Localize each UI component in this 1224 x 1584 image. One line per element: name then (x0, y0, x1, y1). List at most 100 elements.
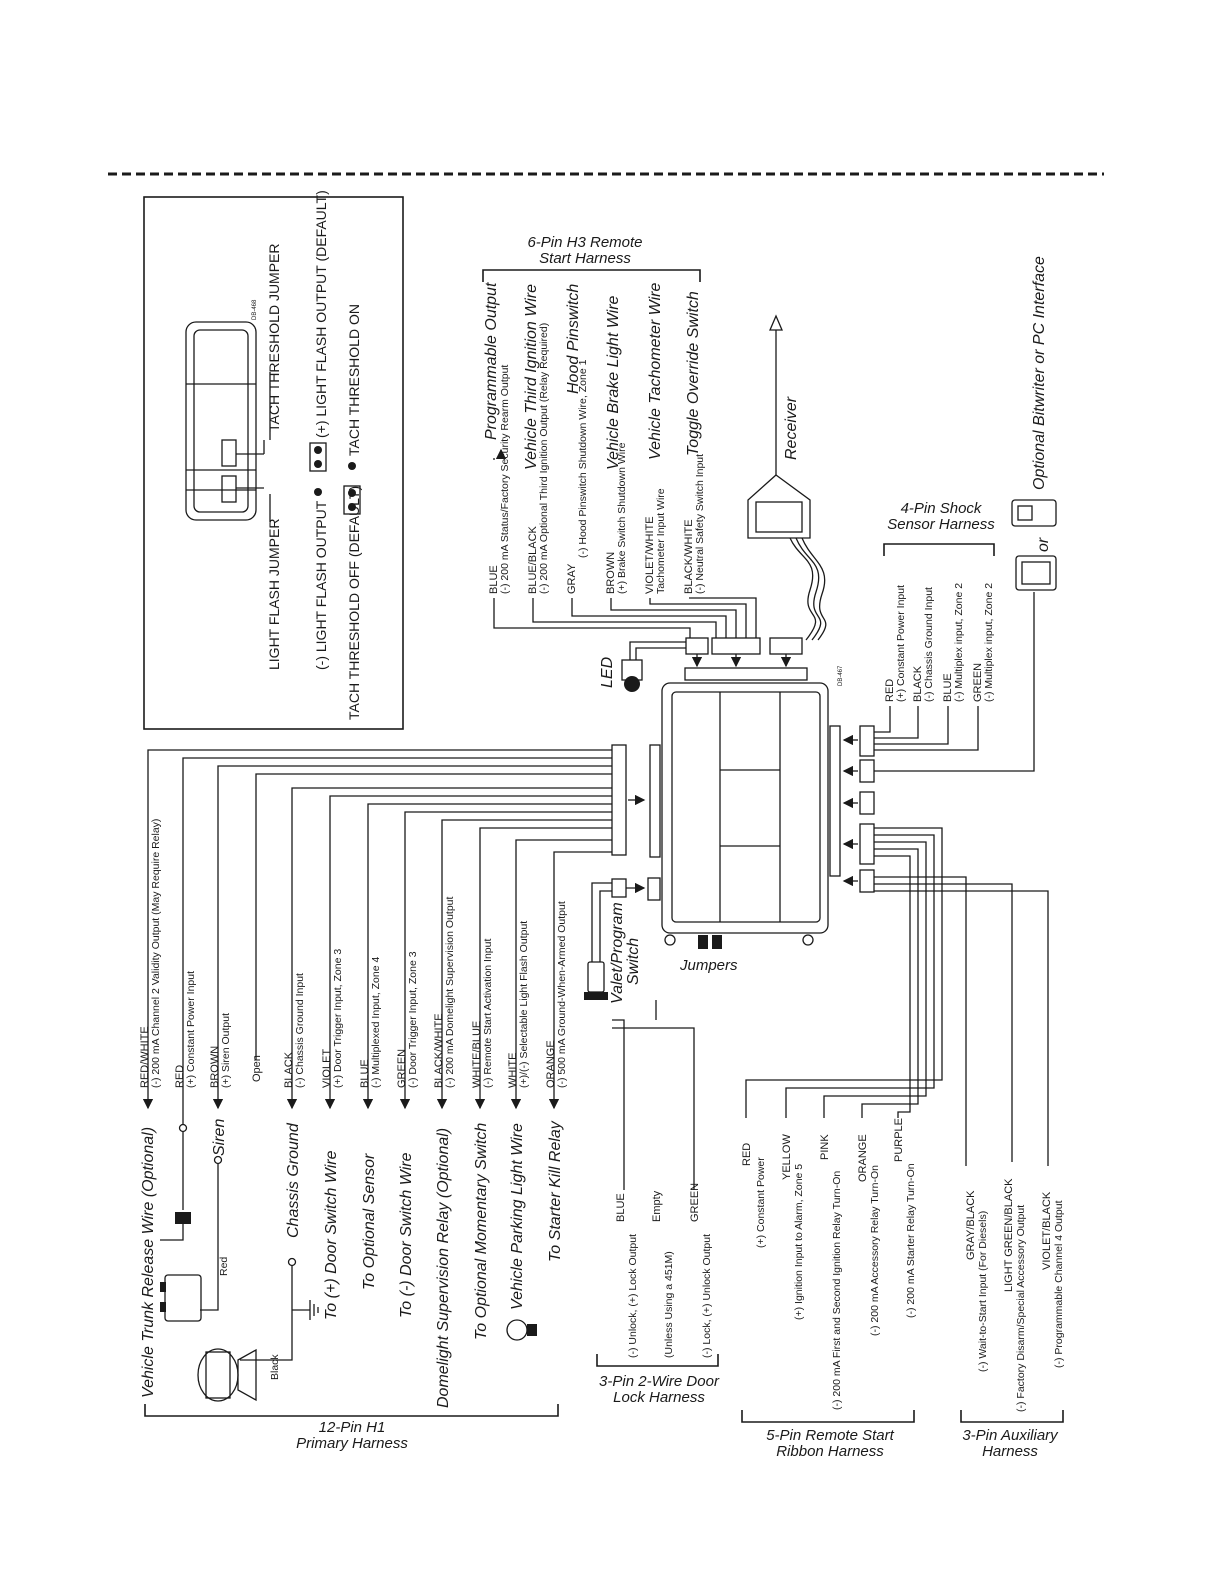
h1-dest: To Starter Kill Relay (547, 1120, 564, 1262)
h3-wire-color: GRAY (566, 563, 578, 594)
ribbon-wire-lines (745, 827, 943, 1118)
shock-wire-color: GREEN (972, 663, 984, 702)
h1-dest: Vehicle Trunk Release Wire (Optional) (140, 1127, 157, 1398)
h1-wire-desc: (+) Constant Power Input (185, 971, 197, 1088)
doorlock-title-line2: Lock Harness (613, 1389, 705, 1406)
control-module: DB-467 (647, 665, 844, 949)
ribbon-title-line1: 5-Pin Remote Start (766, 1427, 894, 1444)
aux-title-line2: Harness (982, 1443, 1038, 1460)
led: LED (599, 641, 686, 692)
h3-wire-color: BLUE/BLACK (527, 525, 539, 594)
h3-title-line1: 6-Pin H3 Remote (527, 234, 642, 251)
h1-wire-color: VIOLET (321, 1049, 333, 1088)
shock-wire-color: BLACK (912, 665, 924, 702)
h1-wire-desc: (-) 200 mA Domelight Supervision Output (444, 896, 456, 1088)
h3-wire-lines (493, 448, 757, 638)
h3-wire-color: BLUE (488, 565, 500, 594)
h1-wire-color: BLACK/WHITE (433, 1013, 445, 1088)
h1-wire-color: WHITE/BLUE (471, 1021, 483, 1088)
jumper-dot-icon (348, 503, 356, 511)
h1-wire-color: GREEN (396, 1049, 408, 1088)
siren-black-label: Black (269, 1354, 281, 1380)
aux-title-line1: 3-Pin Auxiliary (962, 1427, 1059, 1444)
jumper-dot-icon (348, 462, 356, 470)
aux-bracket (960, 1410, 1064, 1423)
tach-off-label: TACH THRESHOLD OFF (DEFAULT) (346, 486, 362, 720)
doorlock-wire-color: Empty (651, 1190, 663, 1222)
receiver-label: Receiver (783, 396, 800, 460)
light-flash-jumper-label: LIGHT FLASH JUMPER (266, 519, 282, 670)
aux-wire-desc: (-) Programmable Channel 4 Output (1053, 1200, 1065, 1368)
h3-wire-desc: (-) 200 mA Status/Factory Security Rearm… (499, 365, 511, 594)
h3-dest: Vehicle Tachometer Wire (647, 282, 664, 460)
aux-wire-color: VIOLET/BLACK (1041, 1191, 1053, 1270)
module-drawing-id: DB-467 (838, 665, 844, 686)
h1-wire-desc: (-) Remote Start Activation Input (482, 939, 494, 1088)
pos-light-flash-label: (+) LIGHT FLASH OUTPUT (DEFAULT) (313, 190, 329, 438)
h1-dest: To Optional Momentary Switch (473, 1123, 490, 1340)
h3-dest: Hood Pinswitch (565, 284, 582, 394)
jumper-settings-inset: DB-468 LIGHT FLASH JUMPER TACH THRESHOLD… (143, 190, 404, 730)
shock-wire-desc: (-) Multiplex input, Zone 2 (983, 583, 995, 702)
h1-wire-desc: (-) Chassis Ground Input (294, 973, 306, 1088)
aux-wire-desc: (-) Wait-to-Start Input (For Diesels) (977, 1211, 989, 1372)
aux-wire-desc: (-) Factory Disarm/Special Accessory Out… (1015, 1205, 1027, 1412)
h1-dest: Domelight Supervision Relay (Optional) (435, 1128, 452, 1408)
h1-dest: To Optional Sensor (361, 1153, 378, 1290)
led-label: LED (599, 656, 616, 688)
shock-title-line1: 4-Pin Shock (901, 500, 983, 517)
h3-wire-desc: (+) Brake Switch Shutdown Wire (616, 442, 628, 594)
h3-title-line2: Start Harness (539, 250, 631, 267)
ribbon-bracket (741, 1410, 915, 1423)
h1-dest: To (+) Door Switch Wire (323, 1150, 340, 1320)
inset-drawing-id: DB-468 (252, 299, 258, 320)
aux-wire-color: GRAY/BLACK (965, 1190, 977, 1260)
h1-destinations: Vehicle Trunk Release Wire (Optional) Si… (140, 1119, 564, 1408)
shock-wire-lines (874, 706, 979, 751)
h1-wire-color: RED (174, 1065, 186, 1088)
h1-wire-lines (142, 749, 612, 1361)
h3-bracket (482, 269, 701, 282)
h1-wire-color: RED/WHITE (139, 1026, 151, 1088)
doorlock-title-line1: 3-Pin 2-Wire Door (599, 1373, 720, 1390)
led-icon (624, 676, 640, 692)
valet-switch: Valet/Program Switch (584, 882, 642, 1004)
h1-wire-labels: RED/WHITE (-) 200 mA Channel 2 Validity … (139, 819, 568, 1088)
h3-wire-desc: (-) Hood Pinswitch Shutdown Wire, Zone 1 (577, 359, 589, 558)
connectors (611, 637, 875, 898)
shock-title-line2: Sensor Harness (887, 516, 995, 533)
ribbon-wire-desc: (+) Constant Power (755, 1157, 767, 1248)
jumper-shunt-icon (309, 442, 327, 472)
doorlock-wire-desc: (-) Unlock, (+) Lock Output (627, 1234, 639, 1358)
h1-dest: To (-) Door Switch Wire (398, 1152, 415, 1318)
h1-wire-desc: (-) Multiplexed Input, Zone 4 (370, 957, 382, 1088)
jumpers-label: Jumpers (679, 957, 738, 974)
h1-dest: Siren (211, 1119, 228, 1156)
doorlock-bracket (596, 1354, 719, 1367)
battery-icon (160, 1274, 202, 1322)
bitwriter-or: or (1035, 537, 1052, 552)
h3-wire-color: BLACK/WHITE (683, 519, 695, 594)
doorlock-wire-color: GREEN (689, 1183, 701, 1222)
tach-threshold-jumper-label: TACH THRESHOLD JUMPER (266, 243, 282, 432)
h3-wire-desc: Tachometer Input Wire (655, 488, 667, 594)
h3-dest: Vehicle Third Ignition Wire (523, 284, 540, 470)
shock-wire-desc: (-) Multiplex input, Zone 2 (953, 583, 965, 702)
siren-icon (197, 1348, 257, 1402)
ribbon-wire-color: ORANGE (857, 1134, 869, 1182)
doorlock-wire-desc: (Unless Using a 451M) (663, 1251, 675, 1358)
doorlock-wire-labels: BLUE (-) Unlock, (+) Lock Output Empty (… (615, 1183, 713, 1358)
inset-module-outline (185, 321, 257, 521)
ribbon-title-line2: Ribbon Harness (776, 1443, 884, 1460)
h1-wire-color: BLUE (359, 1059, 371, 1088)
valet-label-line1: Valet/Program (609, 902, 626, 1004)
valet-label-line2: Switch (625, 938, 642, 985)
h3-dest: Programmable Output (483, 282, 500, 440)
h1-wire-color: BROWN (209, 1046, 221, 1088)
h1-wire-desc: (+) Door Trigger Input, Zone 3 (332, 949, 344, 1088)
bitwriter-label: Optional Bitwriter or PC Interface (1031, 256, 1048, 490)
ribbon-wire-desc: (-) 200 mA First and Second Ignition Rel… (831, 1171, 843, 1410)
shock-wire-labels: RED (+) Constant Power Input BLACK (-) C… (884, 583, 995, 702)
doorlock-wire-desc: (-) Lock, (+) Unlock Output (701, 1234, 713, 1358)
